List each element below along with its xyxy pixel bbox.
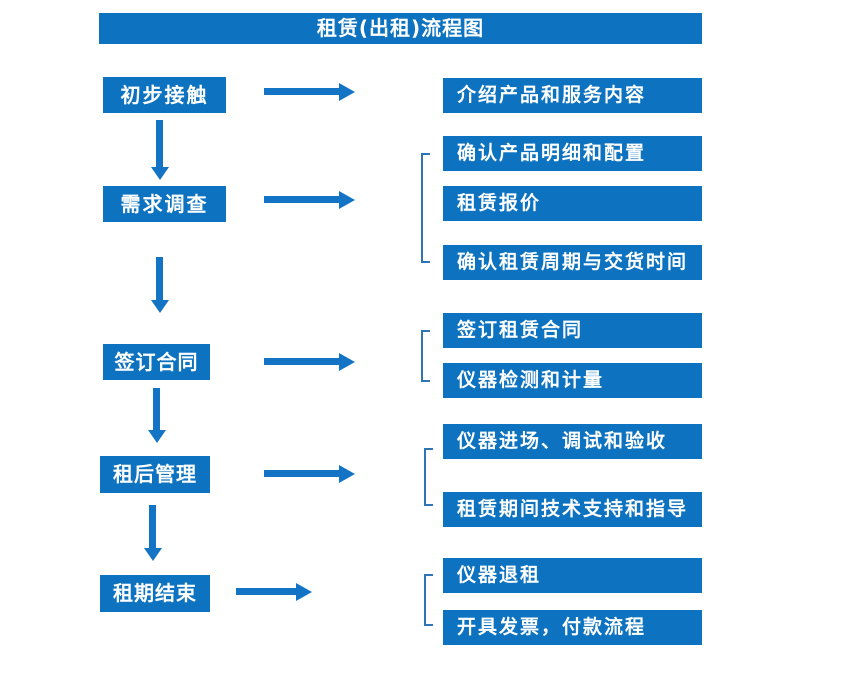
- stage-box-initial-contact: 初步接触: [103, 77, 226, 113]
- detail-box-instrument-return: 仪器退租: [443, 558, 702, 593]
- arrow-right-3: [264, 353, 355, 371]
- flowchart-title: 租赁(出租)流程图: [99, 13, 702, 44]
- arrow-down-1: [151, 120, 169, 180]
- arrow-down-3: [148, 388, 166, 443]
- stage-box-demand-survey: 需求调查: [103, 186, 226, 222]
- detail-box-confirm-product-config: 确认产品明细和配置: [443, 136, 702, 171]
- arrow-right-2: [264, 191, 355, 209]
- detail-box-invoice-payment: 开具发票，付款流程: [443, 610, 702, 645]
- arrow-down-4: [144, 505, 162, 561]
- detail-box-instrument-testing: 仪器检测和计量: [443, 363, 702, 398]
- detail-box-rental-quote: 租赁报价: [443, 186, 702, 221]
- arrow-right-5: [236, 583, 312, 601]
- detail-box-introduce-products: 介绍产品和服务内容: [443, 78, 702, 113]
- detail-box-tech-support: 租赁期间技术支持和指导: [443, 492, 702, 527]
- arrow-down-2: [151, 257, 169, 313]
- detail-box-confirm-period-delivery: 确认租赁周期与交货时间: [443, 245, 702, 280]
- stage-box-sign-contract: 签订合同: [103, 344, 210, 380]
- bracket-group-demand-survey: [421, 153, 430, 263]
- bracket-group-post-rental: [424, 448, 433, 506]
- bracket-group-lease-end: [424, 574, 433, 626]
- arrow-right-1: [264, 83, 355, 101]
- bracket-group-sign-contract: [421, 330, 430, 382]
- stage-box-post-rental-management: 租后管理: [100, 456, 210, 493]
- detail-box-instrument-setup-acceptance: 仪器进场、调试和验收: [443, 424, 702, 459]
- stage-box-lease-end: 租期结束: [100, 575, 210, 612]
- arrow-right-4: [264, 465, 355, 483]
- detail-box-sign-rental-contract: 签订租赁合同: [443, 313, 702, 348]
